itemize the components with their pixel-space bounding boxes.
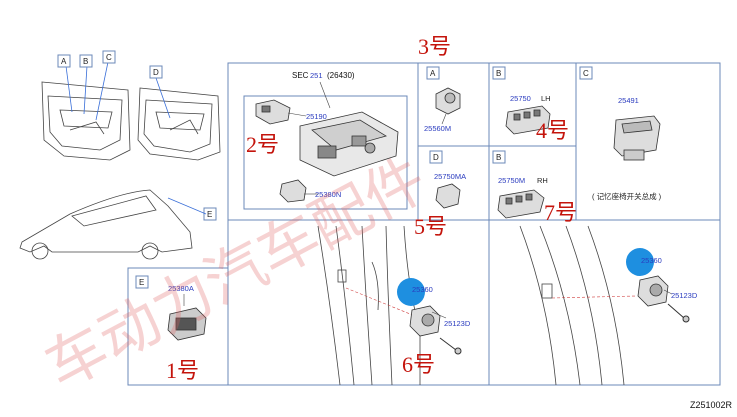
part-25123d-right: 25123D bbox=[671, 291, 698, 300]
part-25123d-left: 25123D bbox=[444, 319, 471, 328]
letter-box-e bbox=[203, 207, 217, 221]
label-4hao: 4号 bbox=[536, 118, 569, 143]
part-25360-left: 25360 bbox=[412, 285, 433, 294]
sec-prefix: SEC bbox=[292, 71, 309, 80]
panel-a-letter: A bbox=[430, 69, 436, 78]
part-25491-illustration bbox=[613, 115, 661, 161]
panel-e-letter: E bbox=[139, 278, 144, 287]
left-sensor-highlight bbox=[397, 278, 425, 306]
part-25380a-illustration bbox=[167, 307, 207, 341]
panel-b-rh-letter-box bbox=[492, 150, 506, 164]
part-25750-illustration bbox=[505, 105, 551, 135]
right-pillar-illustration bbox=[519, 225, 625, 386]
letter-c: C bbox=[106, 53, 112, 62]
side-rh: RH bbox=[537, 176, 548, 185]
e-panel-frame bbox=[127, 267, 229, 386]
part-25750: 25750 bbox=[510, 94, 531, 103]
panel-a-letter-box bbox=[426, 66, 440, 80]
letter-a: A bbox=[61, 57, 67, 66]
label-2hao: 2号 bbox=[246, 132, 279, 157]
panel-c-letter-box bbox=[579, 66, 593, 80]
side-lh: LH bbox=[541, 94, 551, 103]
diagram-code: Z251002R bbox=[690, 400, 733, 410]
panel-b-rh-letter: B bbox=[496, 153, 501, 162]
panel-b-lh-letter: B bbox=[496, 69, 501, 78]
left-mount-line bbox=[345, 287, 421, 319]
right-bolt-illustration bbox=[667, 303, 690, 323]
right-sensor-illustration bbox=[637, 275, 669, 307]
letter-b: B bbox=[83, 57, 88, 66]
part-25360-right: 25360 bbox=[641, 256, 662, 265]
panel-frames bbox=[127, 62, 721, 386]
label-5hao: 5号 bbox=[414, 214, 447, 239]
label-1hao: 1号 bbox=[166, 358, 199, 383]
label-6hao: 6号 bbox=[402, 352, 435, 377]
letter-d: D bbox=[153, 68, 159, 77]
panel-e-letter-box bbox=[135, 275, 149, 289]
main-frame bbox=[227, 62, 721, 386]
part-25560m-illustration bbox=[435, 87, 461, 115]
part-25750ma-illustration bbox=[435, 183, 461, 209]
overhead-switch-illustration bbox=[255, 99, 291, 125]
sec-number: 251 bbox=[310, 71, 323, 80]
part-25190: 25190 bbox=[306, 112, 327, 121]
letter-e: E bbox=[207, 210, 212, 219]
letter-box-c bbox=[102, 50, 116, 64]
note-memory-seat-switch: ( 记忆座椅开关总成 ) bbox=[592, 191, 662, 201]
car-silhouette bbox=[19, 189, 193, 260]
part-25750m: 25750M bbox=[498, 176, 525, 185]
top-letter-boxes: A B C D E bbox=[57, 50, 217, 221]
sec-sub: (26430) bbox=[327, 71, 355, 80]
watermark: 车动力汽车配件 bbox=[34, 144, 438, 403]
panel-d-letter-box bbox=[429, 150, 443, 164]
part-25750ma: 25750MA bbox=[434, 172, 466, 181]
label-7hao: 7号 bbox=[544, 200, 577, 225]
panel-b-lh-letter-box bbox=[492, 66, 506, 80]
label-3hao: 3号 bbox=[418, 34, 451, 59]
car-leader-line bbox=[167, 197, 207, 215]
part-25380a: 25380A bbox=[168, 284, 194, 293]
door-leader-lines bbox=[65, 61, 171, 121]
part-25560m: 25560M bbox=[424, 124, 451, 133]
sec-label: SEC 251 (26430) bbox=[292, 71, 355, 80]
right-sensor-highlight bbox=[626, 248, 654, 276]
letter-box-d bbox=[149, 65, 163, 79]
part-25750m-illustration bbox=[497, 189, 545, 219]
overhead-console-illustration bbox=[299, 111, 399, 177]
right-mount-line bbox=[551, 295, 637, 299]
left-bolt-illustration bbox=[439, 337, 462, 355]
panel-c-letter: C bbox=[583, 69, 589, 78]
part-25380n: 25380N bbox=[315, 190, 341, 199]
left-sensor-illustration bbox=[409, 305, 441, 337]
letter-box-a bbox=[57, 54, 71, 68]
door-panels-illustration bbox=[41, 81, 221, 161]
letter-box-b bbox=[79, 54, 93, 68]
part-25491: 25491 bbox=[618, 96, 639, 105]
panel-d-letter: D bbox=[433, 153, 439, 162]
small-switch-illustration bbox=[279, 179, 307, 203]
